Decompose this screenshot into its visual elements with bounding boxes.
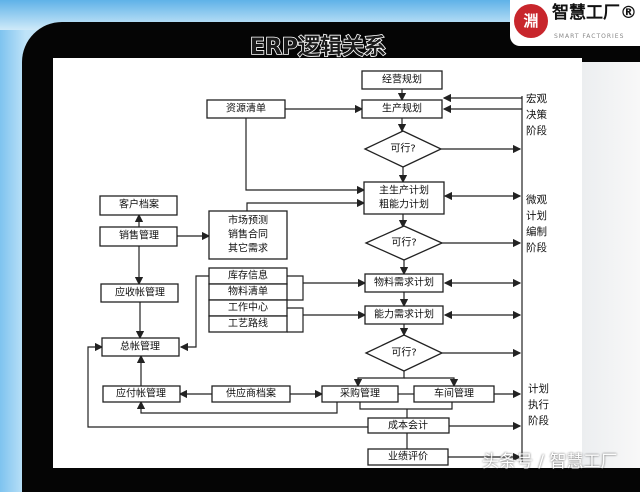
node-ar-mgmt: 应收帐管理 — [100, 283, 179, 303]
node-crp: 能力需求计划 — [364, 305, 444, 325]
stage-macro-label: 宏观 决策 阶段 — [526, 92, 547, 137]
node-label: 其它需求 — [228, 242, 268, 255]
node-sales-mgmt: 销售管理 — [99, 226, 178, 247]
stage-text: 宏观 — [526, 92, 547, 105]
slide-margin — [582, 62, 640, 468]
node-label: 应付帐管理 — [116, 387, 166, 400]
node-supplier-file: 供应商档案 — [211, 385, 291, 403]
logo-subtitle: SMART FACTORIES — [554, 33, 625, 40]
decision-label: 可行? — [391, 236, 416, 249]
node-label: 销售管理 — [119, 229, 159, 242]
stage-text: 编制 — [526, 225, 547, 238]
node-routing: 工艺路线 — [208, 315, 288, 333]
node-customer-file: 客户档案 — [99, 195, 178, 216]
decision-label: 可行? — [390, 142, 415, 155]
connectors — [87, 89, 523, 462]
node-work-center: 工作中心 — [208, 299, 288, 317]
node-label: 粗能力计划 — [379, 198, 429, 211]
node-label: 成本会计 — [388, 419, 428, 432]
node-business-plan: 经营规划 — [361, 70, 443, 90]
node-label: 车间管理 — [434, 387, 474, 400]
node-label: 经营规划 — [382, 73, 422, 86]
stage-text: 微观 — [526, 193, 547, 206]
stage-text: 决策 — [526, 108, 547, 121]
page-title: ERP逻辑关系 — [250, 34, 386, 60]
node-cost-accounting: 成本会计 — [367, 417, 450, 434]
node-gl-mgmt: 总帐管理 — [101, 337, 180, 357]
node-shop-mgmt: 车间管理 — [413, 385, 495, 403]
node-resource-list: 资源清单 — [206, 99, 286, 119]
logo-mark-icon: 淵 — [514, 4, 548, 38]
node-production-plan: 生产规划 — [361, 99, 443, 119]
node-label: 市场预测 — [228, 214, 268, 227]
decision-feasible-1: 可行? — [363, 130, 443, 168]
node-label: 采购管理 — [340, 387, 380, 400]
watermark: 头条号 / 智慧工厂 — [482, 452, 618, 472]
node-label: 物料需求计划 — [374, 276, 434, 289]
brand-logo: 淵 智慧工厂® SMART FACTORIES — [510, 0, 640, 46]
node-label: 能力需求计划 — [374, 308, 434, 321]
node-label: 总帐管理 — [120, 340, 160, 353]
node-label: 资源清单 — [226, 102, 266, 115]
node-label: 销售合同 — [228, 228, 268, 241]
node-label: 库存信息 — [228, 269, 268, 282]
node-label: 工作中心 — [228, 301, 268, 314]
node-label: 供应商档案 — [226, 387, 276, 400]
stage-exec-label: 计划 执行 阶段 — [528, 382, 549, 427]
node-label: 工艺路线 — [228, 317, 268, 330]
decision-label: 可行? — [391, 346, 416, 359]
node-purchase-mgmt: 采购管理 — [321, 385, 399, 403]
node-inventory: 库存信息 — [208, 267, 288, 285]
node-label: 生产规划 — [382, 102, 422, 115]
node-bom: 物料清单 — [208, 283, 288, 301]
node-ap-mgmt: 应付帐管理 — [102, 385, 181, 403]
stage-text: 计划 — [528, 382, 549, 395]
stage-micro-label: 微观 计划 编制 阶段 — [526, 193, 547, 254]
node-performance: 业绩评价 — [367, 448, 449, 466]
node-label: 客户档案 — [119, 198, 159, 211]
node-label: 主生产计划 — [379, 184, 429, 197]
node-label: 物料清单 — [228, 285, 268, 298]
logo-text: 智慧工厂® — [552, 3, 637, 23]
decision-feasible-2: 可行? — [364, 225, 444, 261]
decision-feasible-3: 可行? — [364, 334, 444, 372]
stage-text: 执行 — [528, 398, 549, 411]
node-mrp: 物料需求计划 — [364, 273, 444, 293]
stage-text: 阶段 — [526, 124, 547, 137]
node-label: 业绩评价 — [388, 450, 428, 463]
stage-text: 阶段 — [526, 241, 547, 254]
node-label: 应收帐管理 — [115, 286, 165, 299]
stage-text: 计划 — [526, 209, 547, 222]
node-demand-sources: 市场预测 销售合同 其它需求 — [208, 210, 288, 260]
erp-flow-diagram: ERP逻辑关系 — [87, 33, 549, 466]
node-mps-rccp: 主生产计划 粗能力计划 — [363, 181, 445, 215]
stage-text: 阶段 — [528, 414, 549, 427]
